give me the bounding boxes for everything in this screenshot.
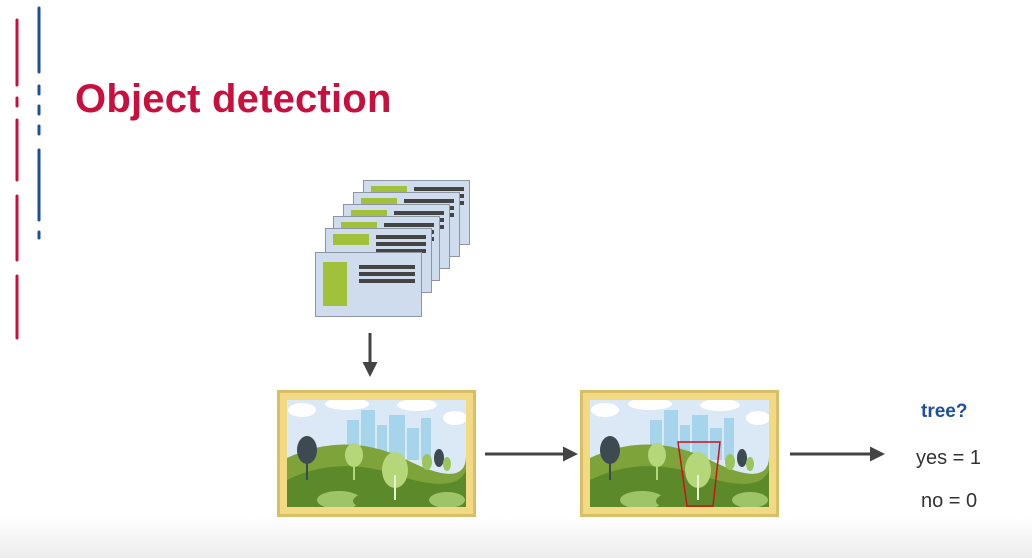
detection-box	[677, 441, 721, 507]
landscape-illustration	[287, 400, 466, 507]
landscape-image-detected	[580, 390, 779, 517]
template-card-front	[315, 252, 422, 317]
landscape-image-input	[277, 390, 476, 517]
page-title: Object detection	[75, 77, 392, 121]
output-no: no = 0	[921, 490, 978, 512]
output-yes: yes = 1	[916, 447, 982, 469]
bottom-fade	[0, 518, 1032, 558]
landscape-illustration	[590, 400, 769, 507]
decorative-side-lines	[15, 6, 41, 340]
classification-question: tree?	[921, 401, 968, 422]
